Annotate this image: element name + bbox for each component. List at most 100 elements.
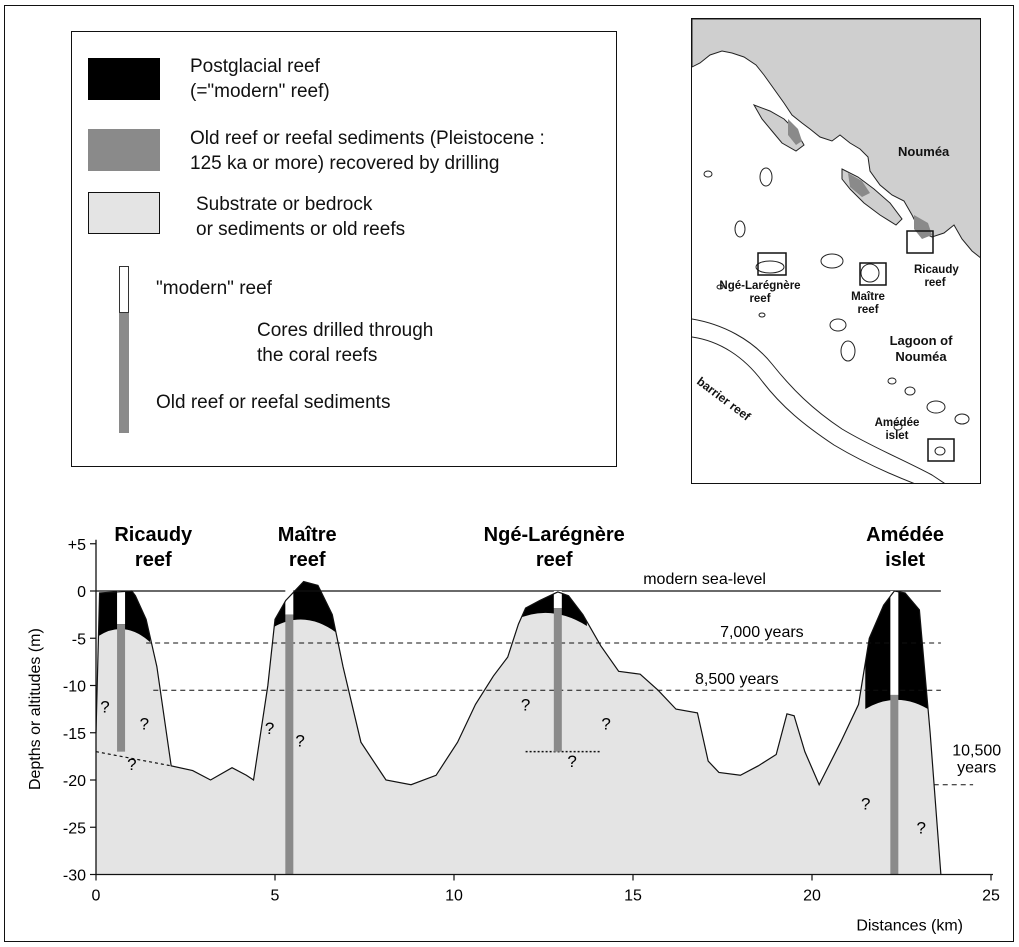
map-label-nge: Ngé-Larégnère reef (696, 280, 824, 306)
legend-item-postglacial-reef: Postglacial reef (="modern" reef) (190, 54, 330, 104)
legend-text-line: (="modern" reef) (190, 81, 330, 102)
legend-box: Postglacial reef (="modern" reef) Old re… (71, 31, 617, 467)
uncertainty-mark: ? (601, 714, 610, 733)
legend-text-line: Cores drilled through (257, 320, 434, 341)
level-label-10500: years (957, 759, 996, 776)
map-islands (703, 167, 970, 456)
surface-profile-line (95, 580, 942, 875)
y-tick-label: -30 (63, 868, 86, 885)
site-label: Ricaudy (114, 524, 193, 546)
map-label-maitre: Maître reef (846, 291, 890, 317)
legend-core-old-segment (119, 313, 129, 433)
legend-item-substrate: Substrate or bedrock or sediments or old… (196, 192, 405, 242)
legend-text-line: 125 ka or more) recovered by drilling (190, 153, 500, 174)
uncertainty-mark: ? (861, 795, 870, 814)
map-label-line: Nouméa (895, 349, 947, 364)
map-label-line: islet (885, 430, 909, 442)
y-tick-label: -5 (72, 631, 86, 648)
location-map: Nouméa Ricaudy reef Ngé-Larégnère reef M… (691, 18, 981, 484)
core-old-segment (117, 624, 126, 752)
legend-swatch-substrate (88, 192, 160, 234)
substrate-area (96, 581, 941, 875)
x-tick-label: 10 (445, 888, 463, 905)
figure-frame (4, 5, 1014, 942)
legend-text-line: Old reef or reefal sediments (Pleistocen… (190, 128, 545, 149)
level-label-10500: 10,500 (952, 742, 1001, 759)
map-label-line: Ngé-Larégnère (719, 280, 801, 292)
map-label-line: Ricaudy (914, 264, 959, 276)
sea-level-label: modern sea-level (643, 571, 766, 588)
x-axis-title: Distances (km) (856, 918, 963, 935)
y-axis-title: Depths or altitudes (m) (27, 628, 44, 790)
map-site-boxes (757, 230, 955, 462)
legend-text-line: Postglacial reef (190, 56, 320, 77)
map-label-line: Maître (851, 291, 885, 303)
reference-lines-group (95, 590, 974, 786)
uncertainty-mark: ? (295, 731, 304, 750)
legend-text-line: Substrate or bedrock (196, 194, 373, 215)
uncertainty-mark: ? (567, 752, 576, 771)
site-label: islet (885, 549, 925, 571)
map-dark-areas (788, 119, 932, 239)
uncertainty-mark: ? (265, 719, 274, 738)
axes-group: +5 0 -5 -10 -15 -20 -25 -30 0 5 10 15 20 25 Depths or … (27, 537, 1000, 935)
x-tick-label: 0 (92, 888, 101, 905)
y-tick-label: -20 (63, 773, 86, 790)
chart-text-group: Ricaudy reef Maître reef Ngé-Larégnère reef Am… (100, 524, 1001, 837)
uncertainty-mark: ? (100, 697, 109, 716)
map-mainland (692, 19, 980, 259)
y-tick-label: -10 (63, 679, 86, 696)
level-label-7000: 7,000 years (720, 624, 804, 641)
modern-reef-cap (865, 581, 935, 713)
map-label-line: reef (924, 277, 946, 289)
core-modern-segment (890, 591, 899, 695)
x-tick-label: 5 (271, 888, 280, 905)
x-tick-label: 20 (803, 888, 821, 905)
site-label: Amédée (866, 524, 944, 546)
map-label-noumea: Nouméa (898, 144, 950, 159)
core-modern-segment (285, 581, 294, 615)
level-label-8500: 8,500 years (695, 671, 779, 688)
core-modern-segment (553, 591, 562, 609)
map-label-lagoon: Lagoon of Nouméa (876, 333, 966, 365)
site-label: reef (135, 549, 172, 571)
cores-group (117, 581, 899, 875)
core-old-segment (553, 608, 562, 752)
map-drawing (692, 19, 980, 483)
core-old-segment (285, 614, 294, 875)
site-label: Ngé-Larégnère (484, 524, 625, 546)
legend-core-modern-label: "modern" reef (156, 278, 272, 299)
y-tick-label: 0 (77, 584, 86, 601)
y-tick-label: -15 (63, 726, 86, 743)
map-label-line: Amédée (874, 417, 920, 429)
uncertainty-mark: ? (127, 755, 136, 774)
y-tick-label: -25 (63, 820, 86, 837)
site-label: reef (289, 549, 326, 571)
core-modern-segment (117, 591, 126, 625)
uncertainty-mark: ? (521, 695, 530, 714)
legend-core-modern-segment (119, 266, 129, 313)
legend-item-old-reef: Old reef or reefal sediments (Pleistocen… (190, 126, 545, 176)
map-label-amedee: Amédée islet (872, 417, 922, 443)
legend-swatch-old-reef (88, 129, 160, 171)
x-tick-label: 15 (624, 888, 642, 905)
map-barrier-reef (692, 318, 945, 483)
legend-swatch-postglacial-reef (88, 58, 160, 100)
legend-core-old-label: Old reef or reefal sediments (156, 392, 391, 413)
legend-text-line: the coral reefs (257, 345, 378, 366)
legend-text-line: or sediments or old reefs (196, 219, 406, 240)
site-label: reef (536, 549, 573, 571)
unconformity-line (95, 751, 172, 767)
legend-core-desc: Cores drilled through the coral reefs (257, 318, 433, 368)
map-label-ricaudy: Ricaudy reef (914, 264, 959, 290)
map-label-line: reef (749, 293, 771, 305)
core-old-segment (890, 694, 899, 875)
cross-section-chart: +5 0 -5 -10 -15 -20 -25 -30 0 5 10 15 20 25 Depths or … (27, 524, 1001, 935)
map-label-line: reef (857, 304, 879, 316)
surface-outline-group (95, 580, 942, 875)
substrate-fill-group (96, 581, 941, 875)
site-label: Maître (278, 524, 337, 546)
uncertainty-mark: ? (916, 818, 925, 837)
y-tick-label: +5 (68, 537, 86, 554)
x-tick-label: 25 (982, 888, 1000, 905)
